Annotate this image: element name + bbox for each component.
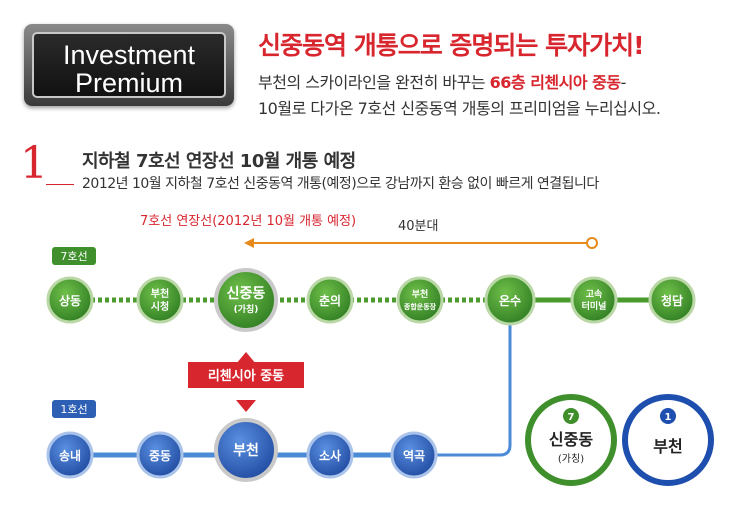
intro-text: 부천의 스카이라인을 완전히 바꾸는 66층 리첸시아 중동- 10월로 다가온… [258,70,661,122]
station-name: 고속 [586,288,603,300]
legend-line1-name: 부천 [653,437,682,456]
station-sub: 종합운동장 [404,302,437,311]
station-sub: 터미널 [582,300,607,312]
line7-station-sinjungdong: 신중동 (가칭) [214,268,278,332]
intro-line1-pre: 부천의 스카이라인을 완전히 바꾸는 [258,73,490,92]
legend-line1-num: 1 [665,412,672,423]
line7-station-cheongdam: 청담 [648,276,696,324]
line1-connector [414,300,512,457]
legend-line1-num-circle [660,408,676,424]
station-name: 신중동 [227,286,266,302]
station-name: 상동 [59,293,81,308]
project-label: 리첸시아 중동 [208,368,284,384]
badge-line2: Premium [74,68,183,98]
intro-line1: 부천의 스카이라인을 완전히 바꾸는 66층 리첸시아 중동- [258,70,660,96]
station-name: 온수 [499,293,521,308]
legend-line7-sinjungdong: 7 신중동 (가칭) [525,394,617,486]
line7-station-bucheon-stadium: 부천 종합운동장 [396,276,444,324]
station-name: 소사 [319,448,341,463]
station-name: 중동 [149,449,171,463]
badge-line1: Investment [62,40,196,70]
legend-line7-num: 7 [568,412,575,423]
time-range-arrowhead [244,238,254,248]
line7-tag [52,247,96,265]
line7-tag-label: 7호선 [60,250,87,263]
project-arrow-down [236,400,256,412]
extension-label: 7호선 연장선(2012년 10월 개통 예정) [140,214,356,229]
line7-station-bucheon-cityhall: 부천 시청 [136,276,184,324]
project-arrow-up [236,352,256,364]
line7-station-express-terminal: 고속 터미널 [570,276,618,324]
section-title: 지하철 7호선 연장선 10월 개통 예정 [82,151,356,172]
section-number: 1 [20,138,48,189]
station-sub: (가칭) [234,303,259,315]
station-sub: 시청 [151,300,169,313]
line1-station-yeokgok: 역곡 [390,431,438,479]
investment-premium-badge: Investment Premium [24,24,234,106]
station-name: 춘의 [319,293,341,308]
line1-station-sosa: 소사 [306,431,354,479]
time-label: 40분대 [398,219,438,234]
station-name: 부천 [412,289,429,300]
line7-station-chunui: 춘의 [306,276,354,324]
line7-station-sangdong: 상동 [46,276,94,324]
station-name: 송내 [59,448,81,463]
line1-station-songnae: 송내 [46,431,94,479]
legend-line7-sub: (가칭) [558,453,584,465]
intro-line1-post: - [620,73,627,92]
intro-line2: 10월로 다가온 7호선 신중동역 개통의 프리미엄을 누리십시오. [258,99,661,118]
station-name: 부천 [233,443,259,459]
headline: 신중동역 개통으로 증명되는 투자가치! [258,31,645,60]
legend-line7-num-circle [563,408,579,424]
line1-tag-label: 1호선 [60,403,87,416]
line7-station-onsu: 온수 [484,274,536,326]
badge-inner: Investment Premium [32,32,226,98]
section-rule [46,184,74,185]
legend-line1-bucheon: 1 부천 [622,394,714,486]
line1-station-bucheon: 부천 [214,418,278,482]
station-name: 청담 [661,293,683,308]
intro-highlight: 66층 리첸시아 중동 [489,73,621,92]
time-range-endpoint [586,237,598,249]
station-name: 역곡 [403,448,425,463]
legend-line7-name: 신중동 [549,430,593,449]
section-description: 2012년 10월 지하철 7호선 신중동역 개통(예정)으로 강남까지 환승 … [82,176,599,192]
station-name: 부천 [151,287,169,300]
line1-tag [52,400,96,418]
project-label-box [188,362,304,388]
line1-station-jungdong: 중동 [136,431,184,479]
